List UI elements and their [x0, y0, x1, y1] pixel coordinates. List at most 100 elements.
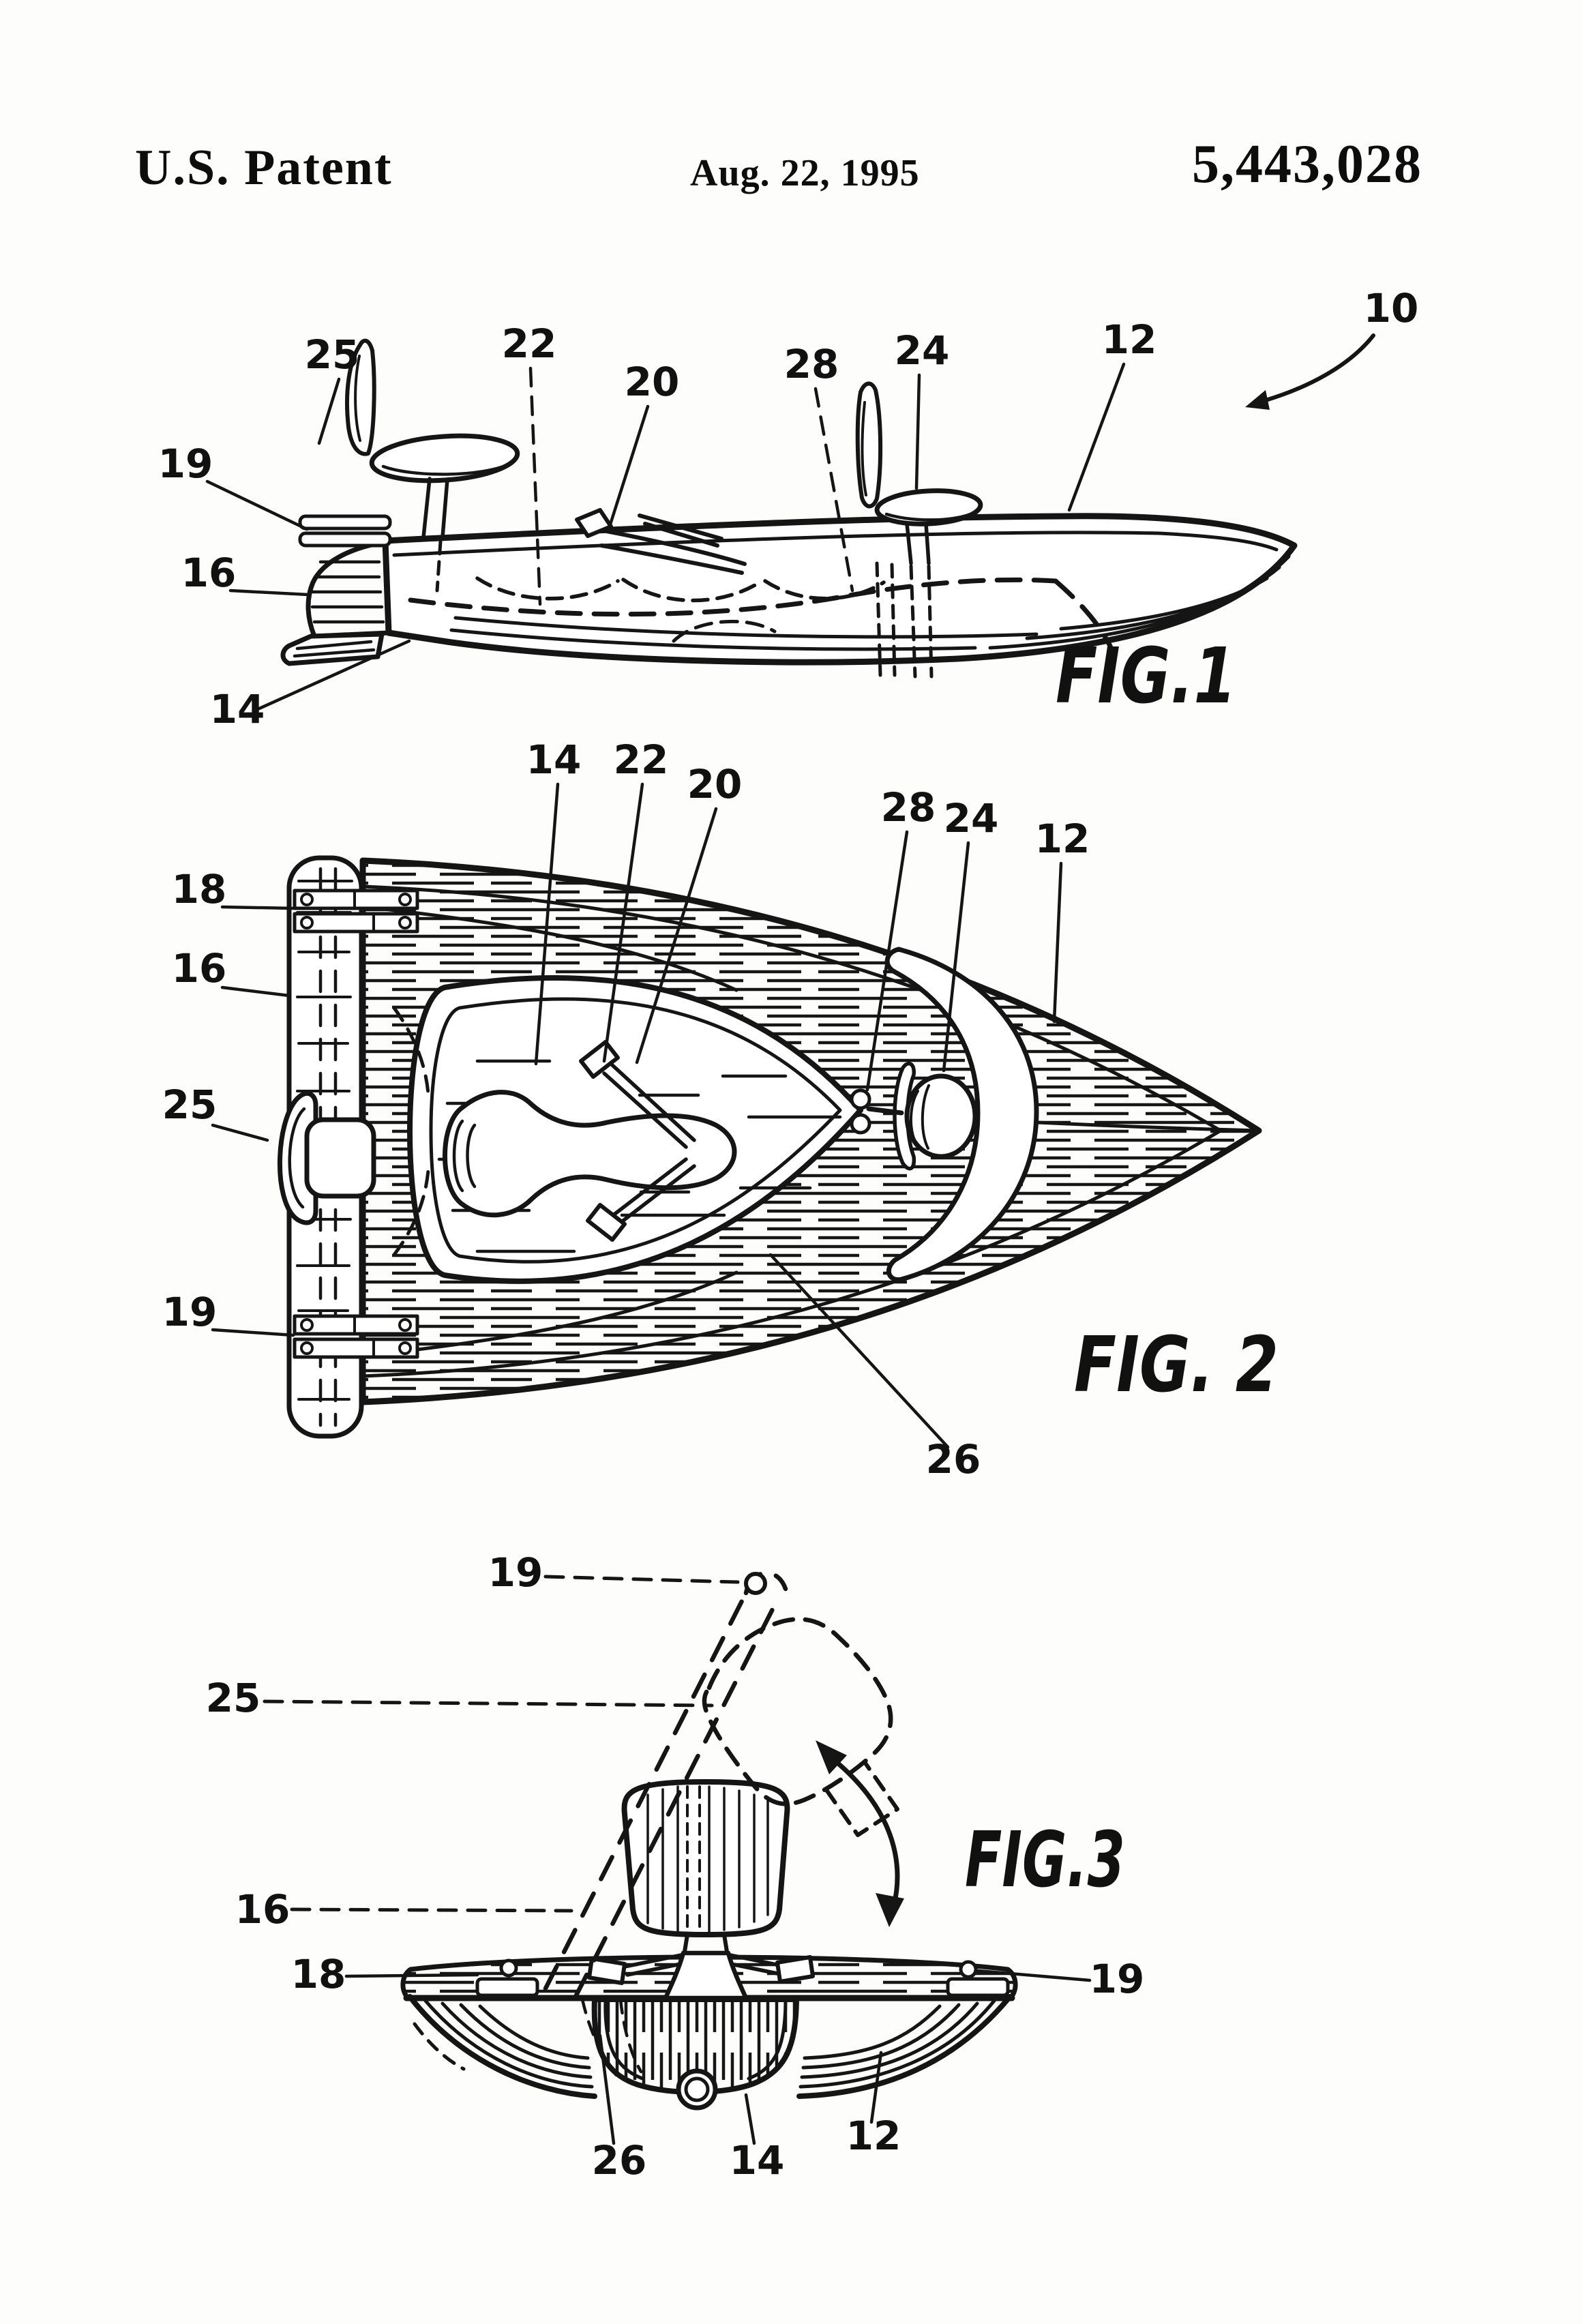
fig3-hull-dashed-remnant — [413, 2022, 466, 2071]
fig3-label-19-right: 19 — [1090, 1956, 1145, 2002]
fig3-rotated-seat-tab-dashed — [824, 1762, 899, 1837]
fig1-chine-dashed — [408, 577, 1058, 617]
fig2-deck-seams — [362, 905, 1261, 1358]
fig1-label-19: 19 — [158, 441, 213, 487]
fig1-front-seat-cushion — [874, 488, 983, 526]
fig3-label-26: 26 — [592, 2137, 647, 2184]
fig1-stern-panel — [305, 539, 391, 639]
fig1-bottom-strakes — [449, 616, 1039, 651]
fig3-seat-back-dashed — [686, 1785, 701, 1933]
fig2-handle-knob — [277, 1090, 318, 1225]
fig3-pedal-left — [587, 1956, 627, 1985]
fig3-hull-bottom-right — [796, 1994, 1013, 2099]
fig2-label-19: 19 — [162, 1289, 218, 1335]
fig2-handle-inner-arc — [288, 1107, 306, 1209]
fig2-front-coaming — [884, 947, 1039, 1283]
fig1-caption: FIG.1 — [1056, 632, 1236, 721]
fig1-label-14: 14 — [210, 686, 265, 732]
fig3-hull-strakes-right — [799, 1999, 996, 2089]
fig2-label-26: 26 — [926, 1436, 981, 1483]
fig1-sheer-inner-line — [392, 531, 1279, 557]
figure-1-drawing: 10 25 22 20 28 24 12 19 16 14 FIG.1 — [158, 285, 1419, 732]
fig2-label-16: 16 — [172, 945, 227, 992]
fig2-crank-arms — [602, 1063, 696, 1227]
fig1-rear-seat-back — [345, 338, 376, 456]
fig2-hinge-18 — [293, 889, 419, 934]
fig3-rotated-seat-dashed — [702, 1617, 893, 1806]
fig2-rear-seat-arcs — [452, 1119, 477, 1193]
fig2-caption: FIG. 2 — [1074, 1321, 1279, 1410]
fig3-caption: FIG.3 — [965, 1816, 1125, 1905]
fig3-label-12: 12 — [846, 2113, 901, 2159]
fig3-mast-pin — [744, 1572, 767, 1595]
fig1-rear-seat-post — [421, 477, 449, 539]
fig2-label-28: 28 — [881, 784, 936, 831]
fig3-label-19-top: 19 — [488, 1549, 543, 1596]
fig1-label-10: 10 — [1364, 285, 1419, 331]
fig1-hull-outline — [382, 513, 1298, 666]
fig3-hull-bottom-left — [407, 1994, 597, 2099]
fig1-front-cushion-line — [884, 511, 976, 522]
fig2-label-20: 20 — [687, 761, 743, 807]
fig3-seat-back-hatch — [646, 1785, 769, 1933]
patent-header-number: 5,443,028 — [1192, 134, 1422, 194]
patent-header-title: U.S. Patent — [135, 140, 393, 196]
fig3-hinge-right — [946, 1960, 1010, 1997]
fig2-pedal-top — [579, 1040, 620, 1079]
fig1-label-20: 20 — [625, 359, 680, 405]
fig2-tip-pin-lower — [850, 1113, 871, 1135]
fig3-fin-inner-lines — [603, 1997, 788, 2081]
fig1-label-22: 22 — [502, 321, 557, 367]
fig2-pedal-bottom — [586, 1203, 627, 1242]
patent-header-date: Aug. 22, 1995 — [690, 152, 920, 194]
fig1-label-28: 28 — [784, 341, 839, 387]
fig2-transom-hidden-dashed — [392, 1006, 430, 1257]
fig3-label-18: 18 — [291, 1951, 346, 1997]
fig2-cockpit-inner-line — [429, 997, 842, 1264]
fig1-rear-seat-post-dashed — [435, 539, 443, 593]
fig1-label-24: 24 — [895, 327, 950, 374]
fig1-front-seat-post — [905, 522, 931, 565]
fig1-ref10-arrow — [1264, 333, 1375, 402]
fig1-leader-lines — [205, 362, 1126, 711]
fig3-label-25: 25 — [206, 1675, 261, 1721]
fig1-ref10-arrowhead — [1245, 390, 1270, 410]
fig1-front-seat-back-line — [861, 401, 867, 496]
fig1-rear-seat-cushion — [369, 433, 520, 483]
fig1-rear-cushion-line — [381, 462, 512, 476]
fig1-stern-hatch — [310, 560, 385, 624]
fig1-stern-bracket-upper — [298, 514, 392, 531]
fig3-seat-back — [621, 1779, 790, 1937]
fig2-label-14: 14 — [526, 736, 582, 783]
figure-3-drawing: 19 25 16 18 19 26 14 12 FIG.3 — [206, 1549, 1145, 2184]
fig1-interior-dashed-arc — [672, 619, 777, 643]
fig3-fin-hidden-dashed — [580, 1997, 643, 2079]
fig2-handle-body — [304, 1117, 376, 1199]
fig3-fin-grommet-inner — [684, 2076, 710, 2102]
fig3-seat-stem — [683, 1933, 729, 1954]
fig1-bow-dashed — [1053, 578, 1116, 655]
fig1-leader-lines-dashed — [528, 366, 854, 606]
fig1-pedal-crank — [590, 513, 747, 575]
fig1-stern-bracket-lower — [298, 531, 392, 548]
fig3-pivot-arrowhead-bottom — [876, 1893, 904, 1927]
fig1-rear-seat-back-line — [354, 355, 361, 442]
fig2-label-22: 22 — [614, 736, 669, 783]
fig3-seat-pedestal — [663, 1950, 749, 2001]
fig2-label-24: 24 — [944, 795, 999, 841]
fig1-label-12: 12 — [1102, 316, 1157, 363]
fig3-label-16: 16 — [235, 1886, 290, 1933]
fig1-label-16: 16 — [181, 550, 237, 596]
fig2-label-18: 18 — [172, 866, 227, 912]
fig3-crank-arms — [623, 1951, 782, 1977]
fig3-leader-lines — [344, 1969, 1092, 2145]
fig2-tip-pin-rod — [866, 1106, 904, 1116]
fig3-label-14: 14 — [730, 2137, 785, 2184]
fig2-label-12: 12 — [1035, 816, 1090, 862]
fig1-rudder-hatch — [293, 640, 376, 658]
fig2-label-25: 25 — [162, 1082, 218, 1128]
fig2-hinge-19 — [293, 1314, 419, 1359]
fig3-pivot-arrow — [824, 1751, 900, 1911]
